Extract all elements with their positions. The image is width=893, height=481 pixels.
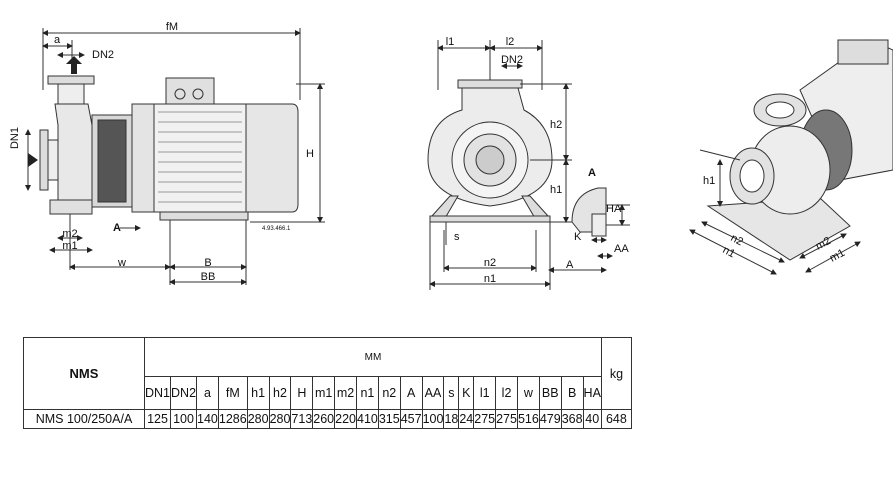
column-header: AA — [421, 376, 445, 410]
column-header: BB — [538, 376, 562, 410]
label-a: a — [54, 34, 61, 46]
front-view-drawing — [427, 40, 572, 290]
label-AA: AA — [614, 243, 629, 255]
value-cell: 220 — [334, 409, 357, 429]
label-B: B — [204, 257, 211, 269]
side-view-labels: fM a DN2 DN1 H A m2 m1 w B BB 4.93.466.1 — [9, 21, 314, 283]
label-l2: l2 — [506, 36, 515, 48]
dimension-drawings: fM a DN2 DN1 H A m2 m1 w B BB 4.93.466.1 — [9, 21, 893, 290]
label-H: H — [306, 148, 314, 160]
label-w: w — [117, 257, 126, 269]
value-cell: 713 — [290, 409, 314, 429]
label-fM: fM — [166, 21, 178, 33]
column-header: K — [458, 376, 475, 410]
label-h1-iso: h1 — [703, 175, 715, 187]
weight-header: kg — [600, 337, 632, 410]
value-cell: 280 — [246, 409, 270, 429]
label-n2: n2 — [484, 257, 496, 269]
column-header: l2 — [495, 376, 518, 410]
label-A-detail: A — [588, 167, 596, 179]
label-K: K — [574, 231, 582, 243]
column-header: l1 — [473, 376, 497, 410]
column-header: s — [443, 376, 460, 410]
label-n1: n1 — [484, 273, 496, 285]
label-m1-iso: m1 — [828, 247, 847, 265]
value-cell: 100 — [421, 409, 445, 429]
value-cell: 24 — [458, 409, 475, 429]
value-cell: 18 — [443, 409, 460, 429]
label-HA: HA — [606, 203, 622, 215]
label-n1-iso: n1 — [721, 244, 737, 260]
value-cell: 275 — [495, 409, 518, 429]
label-BB: BB — [201, 271, 216, 283]
value-cell: 1286 — [217, 409, 248, 429]
column-header: fM — [217, 376, 248, 410]
column-header: h2 — [268, 376, 292, 410]
label-A-arrow: A — [113, 222, 121, 234]
detail-A-drawing — [548, 187, 630, 273]
value-cell: 40 — [582, 409, 602, 429]
value-cell: 516 — [516, 409, 540, 429]
label-h2: h2 — [550, 119, 562, 131]
value-cell: 140 — [196, 409, 219, 429]
label-m2: m2 — [62, 228, 77, 240]
label-l1: l1 — [446, 36, 455, 48]
label-h1: h1 — [550, 184, 562, 196]
value-cell: 125 — [143, 409, 172, 429]
value-cell: 275 — [473, 409, 497, 429]
column-header: a — [196, 376, 219, 410]
label-A-dim: A — [566, 259, 574, 271]
column-header: DN1 — [143, 376, 172, 410]
value-cell: 368 — [560, 409, 584, 429]
label-s: s — [454, 231, 460, 243]
value-cell: 315 — [377, 409, 401, 429]
column-header: n2 — [377, 376, 401, 410]
column-header: w — [516, 376, 540, 410]
value-cell: 100 — [170, 409, 198, 429]
model-header: NMS — [23, 337, 145, 410]
drawing-reference: 4.93.466.1 — [262, 226, 291, 232]
side-view-drawing — [25, 28, 325, 285]
column-header: H — [290, 376, 314, 410]
column-header: m1 — [312, 376, 336, 410]
value-cell: 280 — [268, 409, 292, 429]
label-m1: m1 — [62, 240, 77, 252]
detail-A-labels: A HA K AA A — [566, 167, 629, 271]
value-cell: 479 — [538, 409, 562, 429]
label-n2-iso: n2 — [729, 232, 745, 248]
label-DN2-front: DN2 — [501, 54, 523, 66]
column-header: n1 — [356, 376, 379, 410]
front-view-labels: l1 l2 DN2 h2 h1 s n2 n1 — [446, 36, 563, 285]
column-header: h1 — [246, 376, 270, 410]
column-header: DN2 — [170, 376, 198, 410]
column-header: HA — [582, 376, 602, 410]
label-DN2: DN2 — [92, 49, 114, 61]
weight-cell: 648 — [600, 409, 632, 429]
unit-header: MM — [144, 337, 602, 377]
value-cell: 260 — [312, 409, 336, 429]
isometric-view-drawing — [689, 39, 893, 275]
column-header: A — [399, 376, 423, 410]
value-cell: 457 — [399, 409, 423, 429]
value-cell: 410 — [356, 409, 379, 429]
column-header: m2 — [334, 376, 357, 410]
label-DN1: DN1 — [9, 127, 21, 149]
model-cell: NMS 100/250A/A — [23, 409, 145, 429]
column-header: B — [560, 376, 584, 410]
